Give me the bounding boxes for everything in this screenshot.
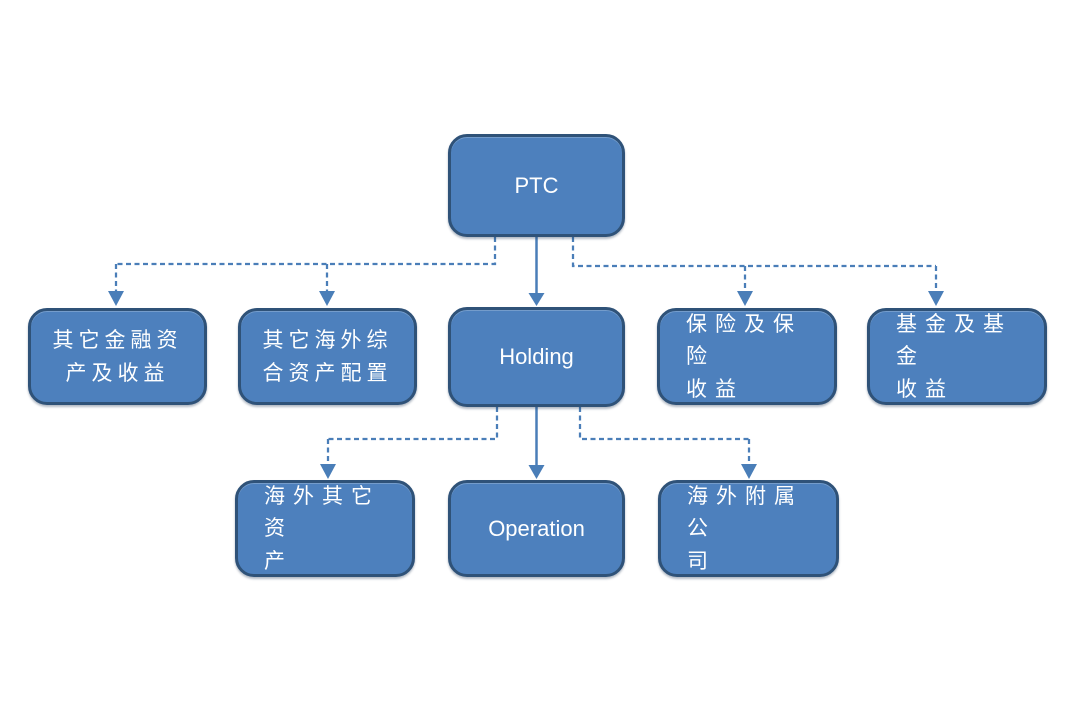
node-fund-label: 基金及基金 收益	[896, 311, 1012, 401]
connector-ptc-right-branch	[571, 237, 936, 268]
node-ptc-label: PTC	[514, 172, 559, 198]
node-ptc: PTC	[448, 134, 625, 237]
node-overseas-assets-label: 海外其它资 产	[264, 483, 380, 573]
node-overseas-subsidiaries: 海外附属公 司	[658, 480, 839, 577]
node-other-overseas-label: 其它海外综 合资产配置	[262, 327, 393, 385]
arrow-other-financial-icon	[108, 291, 124, 306]
node-overseas-assets: 海外其它资 产	[235, 480, 415, 577]
node-other-financial-label: 其它金融资 产及收益	[52, 327, 183, 385]
node-other-overseas: 其它海外综 合资产配置	[238, 308, 417, 405]
node-operation-label: Operation	[488, 515, 585, 541]
node-operation: Operation	[448, 480, 625, 577]
arrow-fund-icon	[928, 291, 944, 306]
arrow-other-overseas-icon	[319, 291, 335, 306]
connector-holding-right-branch	[578, 407, 749, 441]
node-overseas-subsidiaries-label: 海外附属公 司	[687, 483, 803, 573]
connector-holding-left-branch	[328, 407, 499, 441]
connector-ptc-left-branch	[116, 237, 497, 266]
node-fund: 基金及基金 收益	[867, 308, 1047, 405]
node-insurance: 保险及保险 收益	[657, 308, 837, 405]
node-holding-label: Holding	[499, 344, 574, 369]
arrow-insurance-icon	[737, 291, 753, 306]
node-other-financial: 其它金融资 产及收益	[28, 308, 207, 405]
node-holding: Holding	[448, 307, 625, 407]
arrow-operation-icon	[528, 465, 545, 479]
node-insurance-label: 保险及保险 收益	[686, 311, 802, 401]
arrow-overseas-subsidiaries-icon	[741, 464, 757, 479]
arrow-holding-icon	[528, 293, 545, 306]
arrow-overseas-assets-icon	[320, 464, 336, 479]
